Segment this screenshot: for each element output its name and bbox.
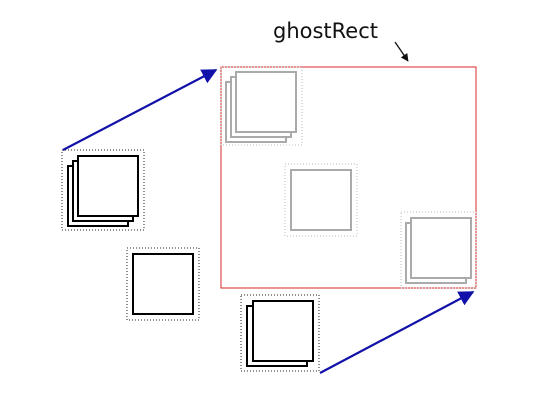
ghost-rect — [220, 66, 477, 289]
ghost-item-stack-topleft — [220, 66, 303, 146]
ghost-item-single — [284, 163, 358, 237]
stack-square-front — [77, 155, 139, 217]
ghost-rect-label: ghostRect — [273, 19, 378, 43]
stack-square-front — [252, 300, 314, 362]
selected-item-stack-left[interactable] — [61, 149, 145, 231]
ghost-single-square — [290, 169, 352, 231]
ghost-item-stack-bottomright — [400, 211, 477, 289]
drag-arrow-top — [62, 69, 218, 151]
ghost-selection-outline — [220, 66, 303, 146]
selected-item-single[interactable] — [126, 247, 200, 321]
single-square — [132, 253, 194, 315]
ghost-selection-outline — [284, 163, 358, 237]
selection-outline — [126, 247, 200, 321]
ghost-square-front — [235, 71, 297, 133]
ghost-selection-outline — [400, 211, 477, 289]
selection-outline — [240, 294, 320, 372]
selected-item-stack-bottom[interactable] — [240, 294, 320, 372]
label-pointer-arrow — [394, 41, 409, 62]
ghost-square-front — [410, 217, 472, 279]
drag-arrow-bottom — [319, 291, 475, 374]
